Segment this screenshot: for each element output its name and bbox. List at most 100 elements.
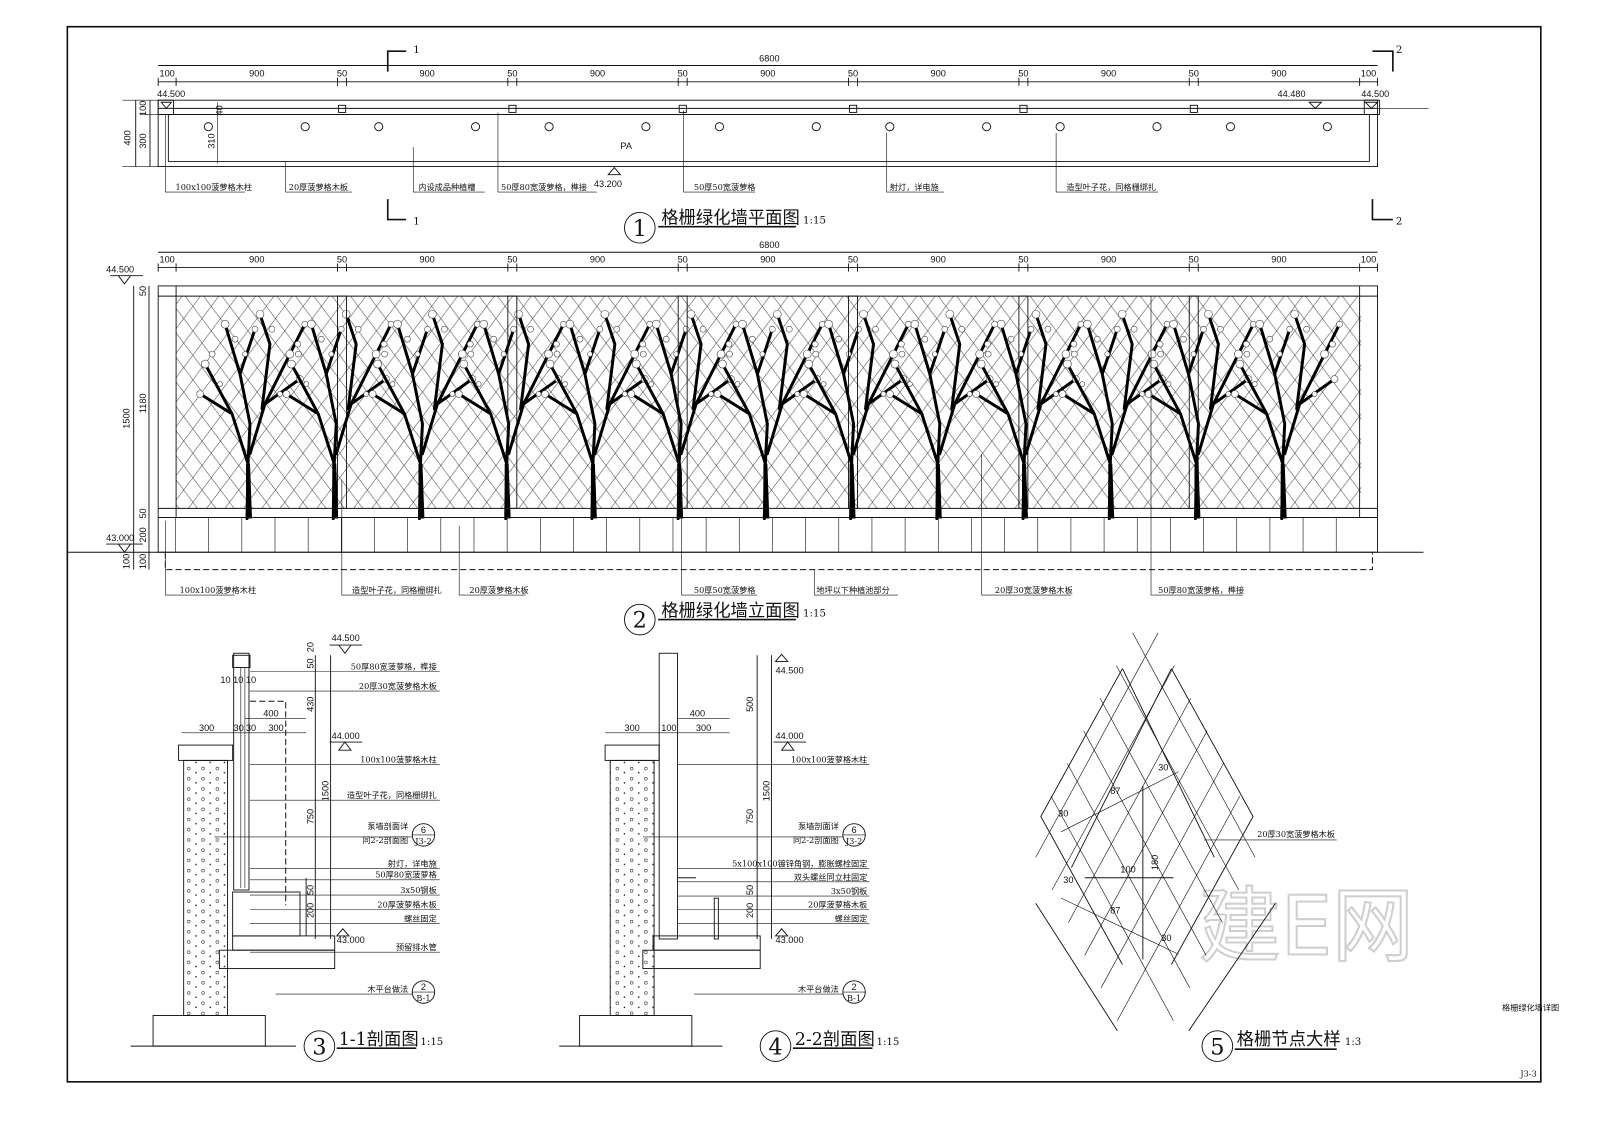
segment-dim: 900 [419, 69, 434, 79]
elev-title: 格栅绿化墙立面图 [661, 602, 800, 622]
segment-dim: 50 [1189, 254, 1199, 264]
segment-dim: 900 [419, 254, 434, 264]
s2-title: 2-2剖面图 [795, 1030, 875, 1050]
plan-label-rail: 50厚80宽菠萝格，榫接 [501, 182, 587, 192]
detail-dim-100: 100 [1120, 865, 1135, 875]
s2-label-5: 3x50钢板 [831, 886, 867, 896]
detail-label: 20厚30宽菠萝格木板 [1257, 829, 1335, 839]
s1-index: 3 [312, 1034, 326, 1060]
s1-dim-30b: 30 [246, 723, 256, 733]
s1-callout-2-num: 2 [421, 982, 426, 992]
post-marker [1189, 104, 1198, 113]
spotlight-marker [641, 122, 651, 132]
s1-level-2: 44.000 [332, 731, 360, 741]
elev-total-dim: 6800 [759, 240, 779, 250]
elev-label-planter: 地坪以下种植池部分 [816, 585, 889, 595]
detail-dim-30a: 30 [1058, 809, 1068, 819]
s2-dim-300b: 300 [696, 723, 711, 733]
segment-dim: 900 [760, 254, 775, 264]
s2-label-2: 同2-2剖面图 [793, 835, 839, 845]
elev-dim-1180: 1180 [138, 393, 148, 413]
s2-dim-200: 200 [745, 903, 755, 918]
spotlight-marker [1152, 122, 1162, 132]
detail-title: 格栅节点大样 [1237, 1030, 1341, 1050]
segment-dim: 900 [1271, 254, 1286, 264]
elev-dim-50-top: 50 [138, 286, 148, 296]
s1-dim-30a: 30 [234, 723, 244, 733]
lattice-post [507, 295, 518, 509]
s2-dim-750: 750 [745, 809, 755, 824]
segment-dim: 50 [1189, 69, 1199, 79]
s2-label-0: 100x100菠萝格木柱 [791, 754, 868, 764]
elev-dim-100-b: 100 [122, 554, 132, 569]
s1-callout-detail-2[interactable]: 2 B-1 [411, 980, 436, 1004]
segment-dim: 100 [1361, 69, 1376, 79]
s2-level-2: 44.000 [776, 731, 804, 741]
segment-dim: 100 [1361, 254, 1376, 264]
detail-dim-180: 180 [1150, 855, 1160, 870]
s2-dim-300a: 300 [624, 723, 639, 733]
plan-level-right: 44.500 [1361, 89, 1389, 99]
s1-callout-2-sheet: B-1 [416, 993, 430, 1003]
s2-callout-detail-2[interactable]: 2 B-1 [842, 980, 866, 1004]
s1-callout-detail-6[interactable]: 6 J3-2 [411, 823, 436, 847]
elev-label-slat: 20厚30宽菠萝格木板 [995, 585, 1073, 595]
s1-dim-20: 20 [305, 642, 315, 652]
segment-dim: 50 [848, 254, 858, 264]
s2-label-4: 双头螺丝同立柱固定 [794, 872, 867, 882]
segment-dim: 900 [931, 69, 946, 79]
s1-dim-300a: 300 [199, 723, 214, 733]
s2-callout-6-sheet: J3-2 [845, 836, 862, 846]
s1-level-1: 44.500 [332, 633, 360, 643]
lattice-slat [1116, 665, 1240, 891]
s2-callout-6-num: 6 [852, 825, 857, 835]
detail-index: 5 [1210, 1034, 1224, 1060]
lattice-slat [1068, 698, 1192, 923]
post-marker [678, 104, 687, 113]
lattice-slat [1051, 665, 1175, 891]
lattice-slat [1067, 763, 1191, 989]
elev-index: 2 [633, 608, 647, 634]
spotlight-marker [885, 122, 895, 132]
lattice-slat [1050, 795, 1174, 1021]
elev-label-rail: 50厚80宽菠萝格，榫接 [1158, 585, 1244, 595]
s1-level-3: 43.000 [337, 935, 365, 945]
sheet-caption: 格栅绿化墙详图 [1502, 1002, 1559, 1012]
section-mark-2-bottom: 2 [1396, 217, 1402, 228]
s1-label-3: 造型叶子花，同格栅绑扎 [347, 790, 437, 800]
s2-dim-1500: 1500 [761, 781, 771, 801]
plan-dim-40: 40 [214, 105, 224, 115]
s2-label-3: 5x100x100镀锌角钢，膨胀螺栓固定 [732, 859, 867, 869]
s2-dim-100: 100 [661, 723, 676, 733]
section-1-1: 300 30 30 300 400 10 10 10 20 50 430 150… [130, 633, 443, 1062]
spotlight-marker [203, 122, 213, 132]
detail-scale: 1:3 [1345, 1037, 1361, 1048]
plan-label-lattice: 50厚50宽菠萝格 [694, 182, 756, 192]
plan-label-flower: 造型叶子花，同格栅绑扎 [1066, 182, 1156, 192]
section-2-2: 300 100 300 400 500 1500 750 50 200 44.5… [559, 652, 899, 1062]
s1-label-9: 20厚菠萝格木板 [377, 899, 436, 909]
lattice-slat [1099, 698, 1223, 923]
segment-dim: 50 [678, 254, 688, 264]
plan-scale: 1:15 [803, 216, 826, 227]
s2-callout-detail-6[interactable]: 6 J3-2 [842, 823, 866, 847]
plan-level-left: 44.500 [157, 89, 185, 99]
s1-dim-1500: 1500 [321, 781, 331, 801]
s1-dim-50: 50 [305, 658, 315, 668]
segment-dim: 900 [1101, 69, 1116, 79]
spotlight-marker [471, 122, 481, 132]
plan-title: 格栅绿化墙平面图 [661, 209, 800, 229]
elev-label-lattice: 50厚50宽菠萝格 [694, 585, 756, 595]
plan-label-planter: 内设成品种植槽 [418, 182, 475, 192]
spotlight-marker [1322, 122, 1332, 132]
segment-dim: 50 [848, 69, 858, 79]
lattice-slat [1117, 795, 1241, 1021]
s1-label-2: 100x100菠萝格木柱 [360, 754, 437, 764]
s1-label-12: 木平台做法 [367, 984, 408, 994]
plan-level-bottom: 43.200 [594, 179, 622, 189]
s1-label-1: 20厚30宽菠萝格木板 [359, 681, 437, 691]
s1-title: 1-1剖面图 [339, 1030, 419, 1050]
elev-label-board: 20厚菠萝格木板 [469, 585, 528, 595]
